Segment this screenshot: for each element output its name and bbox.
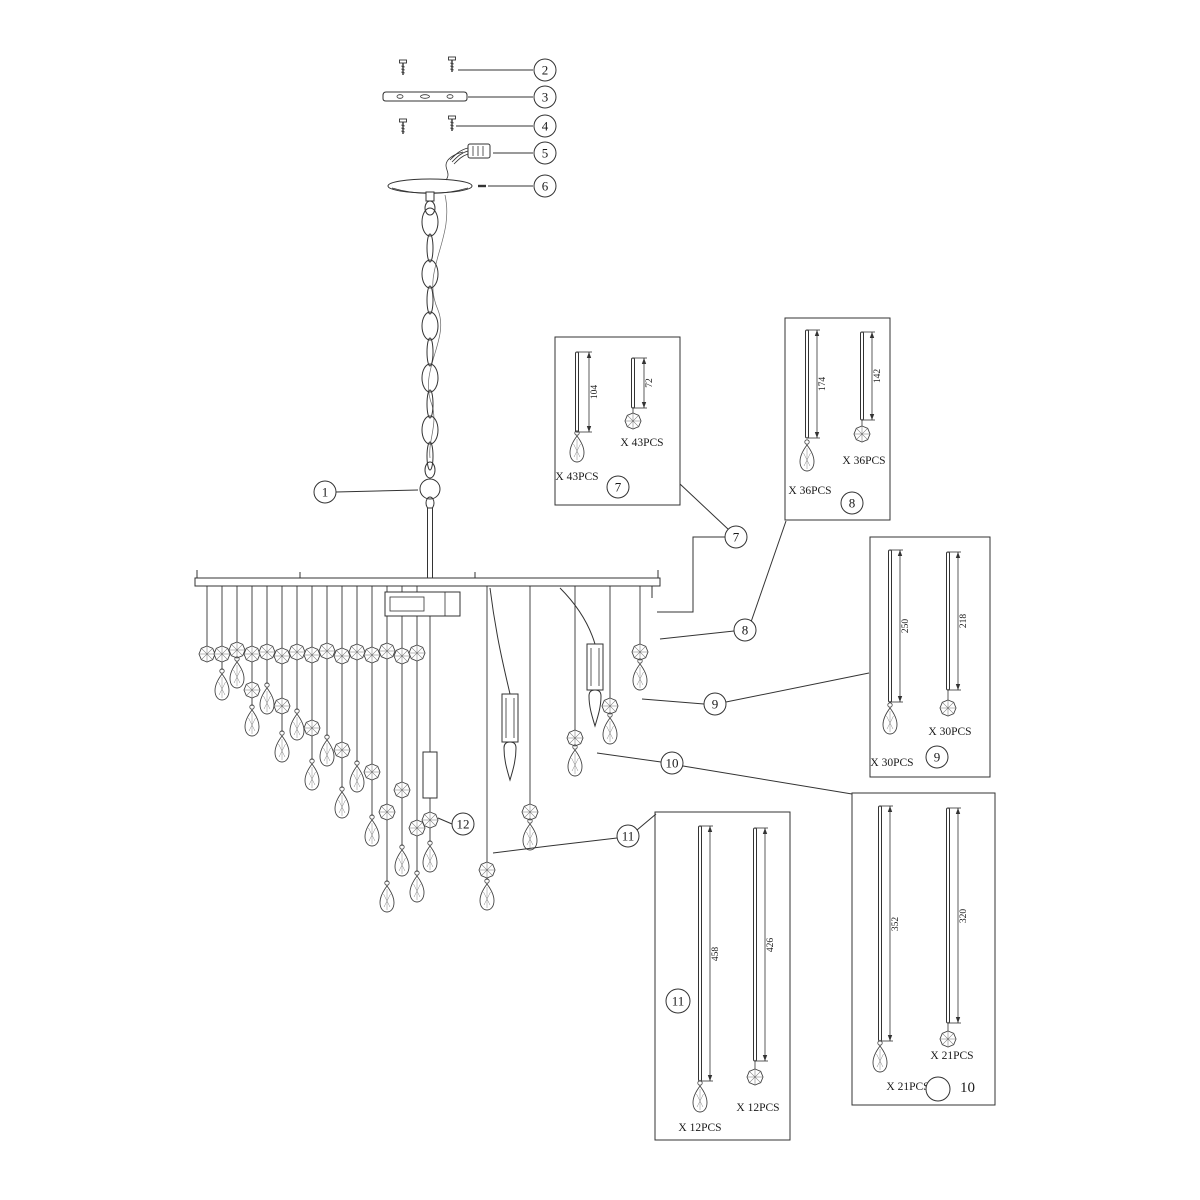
count-label: X 30PCS (928, 726, 971, 738)
dimension-label: 72 (645, 378, 655, 388)
right-leader-lines (437, 483, 870, 854)
dimension-label: 174 (818, 377, 828, 392)
part-screws-2 (398, 56, 457, 76)
center-strand-sleeve (422, 751, 438, 799)
dimension-label: 250 (901, 619, 911, 634)
callout-6: 6 (533, 174, 557, 198)
callout-number: 7 (615, 480, 622, 495)
detail-box-7: 104 X 43PCS 72 X 43PCS 7 (554, 336, 681, 506)
callout-1: 1 (313, 480, 337, 504)
callout-number: 4 (542, 119, 549, 134)
part-ceiling-canopy (387, 151, 486, 216)
callout-2: 2 (533, 58, 557, 82)
callout-9: 9 (703, 692, 727, 716)
callout-number: 8 (849, 496, 856, 511)
dimension-label: 426 (766, 938, 776, 953)
callout-number: 7 (733, 530, 740, 545)
detail-box-8: 174 X 36PCS 142 X 36PCS 8 (784, 317, 891, 521)
box-callout-10: 10 (925, 1076, 975, 1102)
strand-spec: 72 X 43PCS (620, 357, 664, 449)
callout-7: 7 (724, 525, 748, 549)
center-hub (384, 591, 461, 617)
candle-arm-right (559, 587, 604, 728)
detail-box-11: 458 X 12PCS 426 X 12PCS 11 (654, 811, 791, 1141)
detail-box-10: 352 X 21PCS 320 X 21PCS 10 (851, 792, 996, 1106)
callout-number: 12 (457, 817, 470, 832)
callout-4: 4 (533, 114, 557, 138)
strand-spec: 320 X 21PCS (930, 807, 974, 1062)
strand-spec: 250 X 30PCS (870, 549, 914, 769)
count-label: X 43PCS (620, 437, 663, 449)
count-label: X 36PCS (788, 485, 831, 497)
callout-number: 8 (742, 623, 749, 638)
callout-11: 11 (616, 824, 640, 848)
count-label: X 30PCS (870, 757, 913, 769)
count-label: X 36PCS (842, 455, 885, 467)
crystal-strands (206, 584, 641, 882)
callout-number: 11 (672, 994, 685, 1009)
strand-spec: 352 X 21PCS (872, 805, 930, 1093)
callout-number: 10 (960, 1080, 975, 1096)
strand-spec: 104 X 43PCS (555, 351, 600, 483)
candle-bulb (588, 689, 602, 728)
callout-10: 10 (660, 751, 684, 775)
dimension-label: 218 (959, 614, 969, 629)
box-callout-8: 8 (840, 491, 864, 515)
dimension-label: 320 (959, 909, 969, 924)
count-label: X 12PCS (678, 1122, 721, 1134)
callout-number: 11 (622, 829, 635, 844)
part-mounting-bracket (382, 91, 468, 102)
callout-number: 3 (542, 90, 549, 105)
box-callout-9: 9 (925, 745, 949, 769)
callout-number: 9 (712, 697, 719, 712)
frame-bar (194, 570, 661, 598)
callout-5: 5 (533, 141, 557, 165)
part-screws-4 (398, 115, 457, 135)
count-label: X 21PCS (886, 1081, 929, 1093)
count-label: X 12PCS (736, 1102, 779, 1114)
strand-spec: 458 X 12PCS (678, 825, 722, 1134)
callout-number: 1 (322, 485, 329, 500)
callout-8: 8 (733, 618, 757, 642)
count-label: X 43PCS (555, 471, 598, 483)
box-callout-11: 11 (665, 988, 691, 1014)
dimension-label: 458 (711, 947, 721, 962)
strand-spec: 426 X 12PCS (736, 827, 780, 1114)
detail-box-9: 250 X 30PCS 218 X 30PCS 9 (869, 536, 991, 778)
candle-arm-left (489, 587, 519, 782)
dimension-label: 104 (590, 385, 600, 400)
suspension-cord (428, 194, 448, 459)
callout-12: 12 (451, 812, 475, 836)
callout-number: 6 (542, 179, 549, 194)
callout-number: 5 (542, 146, 549, 161)
suspension-chain (421, 207, 439, 471)
count-label: X 21PCS (930, 1050, 973, 1062)
callout-number: 10 (666, 756, 679, 771)
strand-spec: 174 X 36PCS (788, 329, 832, 497)
dimension-label: 352 (891, 917, 901, 932)
callout-number: 9 (934, 750, 941, 765)
callout-number: 2 (542, 63, 549, 78)
strand-spec: 218 X 30PCS (928, 551, 972, 738)
top-leader-lines (335, 69, 533, 493)
hook-assembly (419, 461, 441, 579)
dimension-label: 142 (873, 369, 883, 384)
box-callout-7: 7 (606, 475, 630, 499)
candle-bulb (503, 741, 517, 782)
strand-spec: 142 X 36PCS (842, 331, 886, 467)
callout-3: 3 (533, 85, 557, 109)
part-wire-connector (449, 143, 491, 165)
